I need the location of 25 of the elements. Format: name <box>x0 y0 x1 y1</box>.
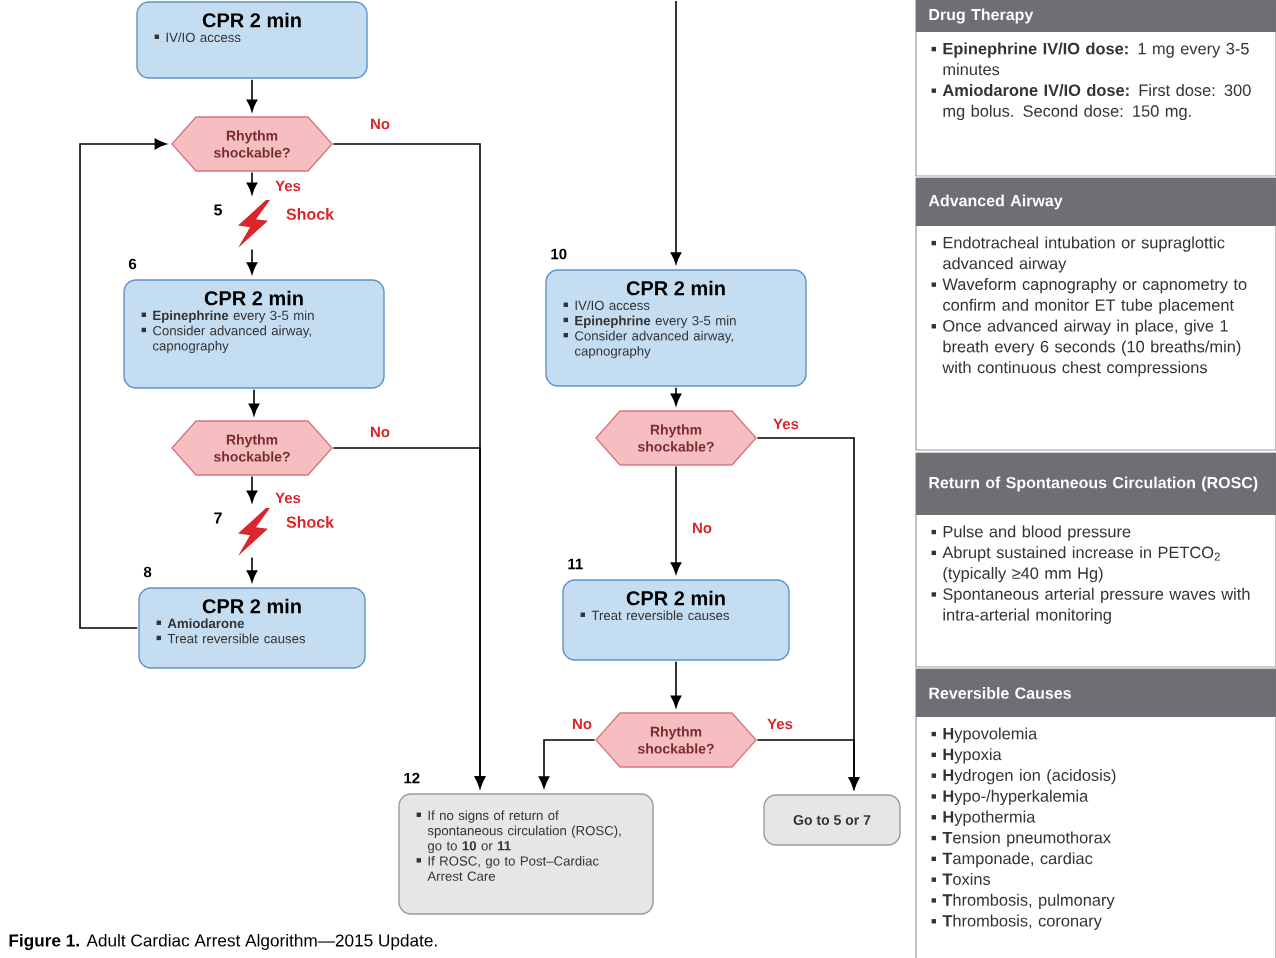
arrow <box>332 447 486 789</box>
step-number: 5 <box>214 204 222 216</box>
info-panel: Reversible Causes Hypovolemia Hypoxia Hydrogen ion (acidosis) Hypo-/hyperkalemia Hypothermia Tension pneumothorax Tamponade, cardiac Toxins Thrombosis, pulmonary Thrombosis, coronary <box>915 668 1276 958</box>
arrow <box>756 739 860 790</box>
info-panel: Drug Therapy Epinephrine IV/IO dose: 1 mg every 3-5 minutes Amiodarone IV/IO dose: First dose: 300 mg bolus. Second dose: 150 mg. <box>915 0 1276 177</box>
info-panel: Return of Spontaneous Circulation (ROSC) Pulse and blood pressure Abrupt sustained increase in PETCO$_{2}$ (typically ≥40 mm Hg) Spontaneous arterial pressure waves with intra-arterial monitoring <box>915 452 1276 668</box>
shock-icon <box>238 508 270 556</box>
arrow <box>246 556 258 583</box>
arrow <box>248 388 260 416</box>
step-number: 7 <box>214 512 222 524</box>
arrow <box>670 465 682 575</box>
arrow <box>246 78 258 112</box>
info-panel: Advanced Airway Endotracheal intubation or supraglottic advanced airway Waveform capnography or capnometry to confirm and monitor ET tube placement Once advanced airway in place, give 1 breath every 6 seconds (10 breaths/min) with continuous chest compressions <box>915 177 1276 451</box>
arrow <box>246 475 258 503</box>
arrow <box>246 248 258 275</box>
arrow <box>670 660 682 708</box>
arrow <box>670 386 682 406</box>
caption: Figure 1. Adult Cardiac Arrest Algorithm—2015 Update. <box>9 933 437 951</box>
arrow <box>79 138 167 629</box>
shock-label: Shock <box>286 208 335 220</box>
shock-icon <box>238 200 270 248</box>
arrow <box>538 739 596 789</box>
arrow <box>246 171 258 195</box>
shock-label: Shock <box>286 516 335 528</box>
arrow <box>670 0 682 265</box>
